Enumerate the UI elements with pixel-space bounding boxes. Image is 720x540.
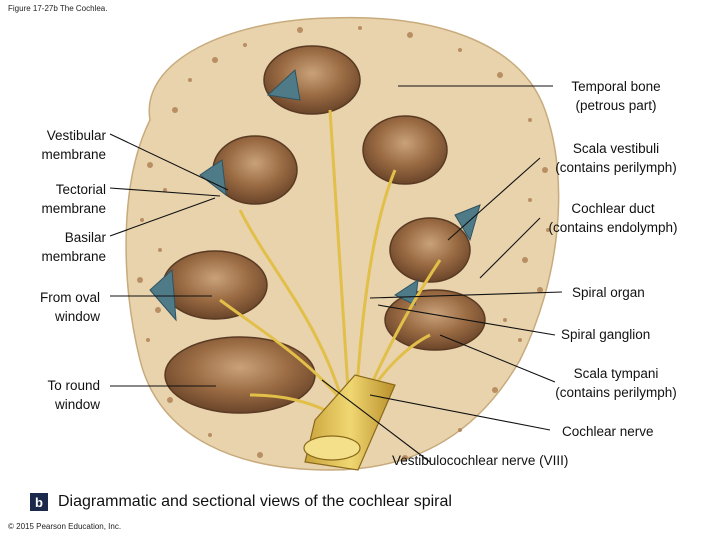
label-cochlear-duct: Cochlear duct (contains endolymph) <box>548 201 678 235</box>
label-vestibulocochlear-nerve: Vestibulocochlear nerve (VIII) <box>392 453 569 468</box>
label-spiral-organ: Spiral organ <box>572 285 645 300</box>
label-scala-vestibuli: Scala vestibuli (contains perilymph) <box>555 141 677 175</box>
label-temporal-bone: Temporal bone (petrous part) <box>571 79 661 113</box>
bone-pores <box>137 26 550 461</box>
nerve-cut-end <box>303 435 361 461</box>
scala-chambers <box>162 45 486 414</box>
label-tectorial-membrane: Tectorial membrane <box>41 182 106 216</box>
label-to-round-window: To round window <box>47 378 100 412</box>
label-vestibular-membrane: Vestibular membrane <box>41 128 106 162</box>
copyright-notice: © 2015 Pearson Education, Inc. <box>8 522 122 531</box>
label-cochlear-nerve: Cochlear nerve <box>562 424 654 439</box>
caption-badge: b <box>30 493 48 511</box>
label-spiral-ganglion: Spiral ganglion <box>561 327 651 342</box>
figure-title: Figure 17-27b The Cochlea. <box>8 4 108 13</box>
label-basilar-membrane: Basilar membrane <box>41 230 106 264</box>
label-from-oval-window: From oval window <box>39 290 100 324</box>
leader-lines <box>109 85 563 463</box>
caption-text: Diagrammatic and sectional views of the … <box>58 493 452 510</box>
figure-caption: b Diagrammatic and sectional views of th… <box>30 493 452 511</box>
label-scala-tympani: Scala tympani (contains perilymph) <box>555 366 677 400</box>
